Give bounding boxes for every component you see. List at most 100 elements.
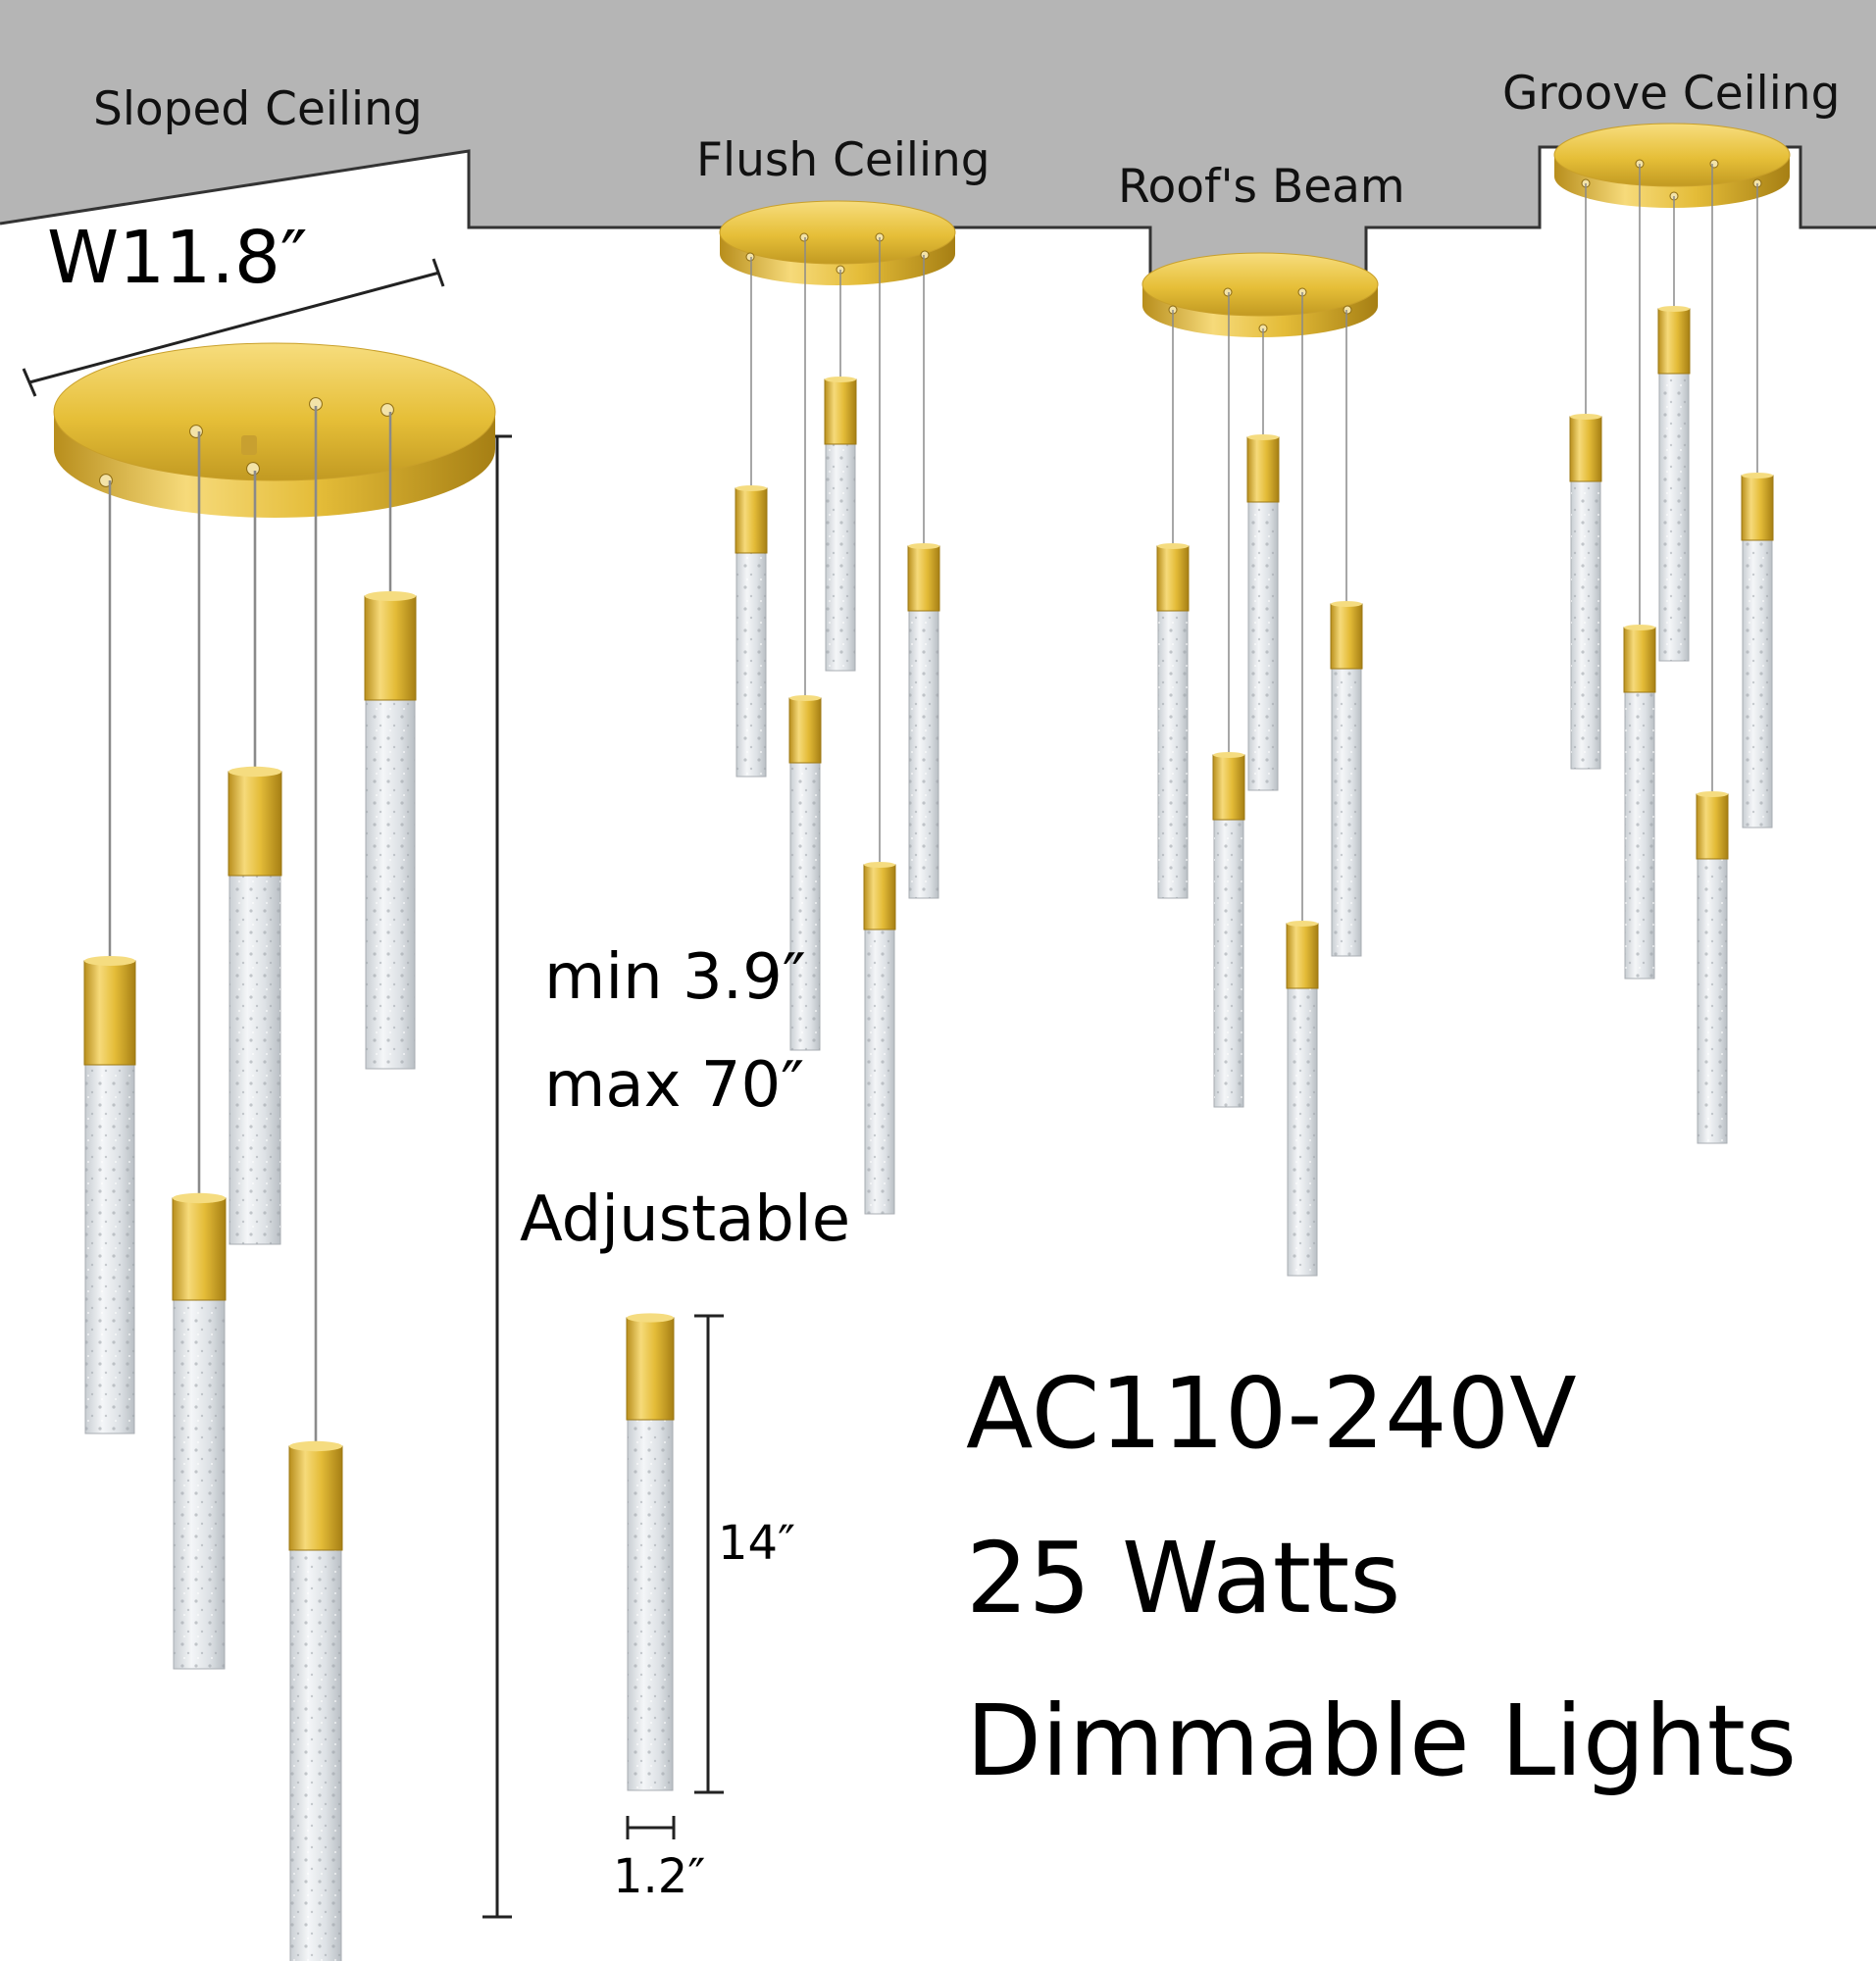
- gold-cap: [1623, 627, 1656, 693]
- cap-top: [864, 862, 895, 868]
- crystal-bubbles: [628, 1420, 673, 1790]
- gold-cap: [863, 864, 896, 930]
- pendant-light: [172, 431, 227, 1670]
- cap-top: [1213, 752, 1244, 758]
- groove-ceiling-label: Groove Ceiling: [1502, 67, 1841, 121]
- cap-top: [627, 1313, 674, 1323]
- cap-top: [289, 1440, 342, 1452]
- canopy-top: [53, 342, 496, 481]
- pendant-light: [364, 412, 417, 1070]
- width-dimension: [22, 258, 445, 397]
- crystal-bubbles: [790, 763, 820, 1050]
- crystal-bubbles: [826, 444, 855, 671]
- crystal-bubbles: [1248, 502, 1278, 790]
- cap-top: [1247, 434, 1279, 440]
- tube-diameter-label: 1.2″: [613, 1849, 706, 1904]
- crystal-bubbles: [1571, 481, 1600, 769]
- pendant-light: [1741, 183, 1774, 829]
- gold-cap: [1156, 545, 1190, 612]
- pendant-light: [1623, 164, 1656, 980]
- crystal-bubbles: [1659, 374, 1689, 661]
- cord-min-label: min 3.9″: [544, 941, 806, 1014]
- cap-top: [84, 956, 135, 966]
- height-dimension: [482, 434, 512, 1919]
- crystal-bubbles: [1158, 611, 1188, 898]
- groove-canopy: [1553, 123, 1791, 208]
- canopy-top: [719, 200, 956, 265]
- pendant-light: [1657, 196, 1691, 662]
- crystal-bubbles: [366, 700, 415, 1069]
- gold-cap: [907, 545, 940, 612]
- tube-length-dimension: [694, 1314, 724, 1794]
- large-canopy: [53, 342, 496, 518]
- gold-cap: [228, 771, 282, 877]
- cap-top: [228, 766, 281, 778]
- pendant-light: [626, 1313, 675, 1791]
- pendant-light: [228, 471, 282, 1245]
- pendant-light: [1246, 328, 1280, 791]
- cap-top: [1331, 601, 1362, 607]
- gold-cap: [1696, 793, 1729, 860]
- cap-top: [1697, 791, 1728, 797]
- gold-cap: [1212, 754, 1245, 821]
- gold-cap: [735, 487, 768, 554]
- gold-cap: [1330, 603, 1363, 670]
- pendant-light: [1286, 292, 1319, 1277]
- cord-grip: [799, 232, 809, 242]
- pendant-light: [788, 237, 822, 1051]
- pendant-light: [1696, 164, 1729, 1144]
- cord-grip: [1709, 159, 1719, 169]
- gold-cap: [1657, 308, 1691, 375]
- cap-top: [1742, 473, 1773, 478]
- flush-ceiling-label: Flush Ceiling: [696, 133, 990, 187]
- cap-top: [1658, 306, 1690, 312]
- cap-top: [735, 485, 767, 491]
- pendant-light: [735, 257, 768, 778]
- crystal-bubbles: [1698, 859, 1727, 1143]
- fixtures: [53, 123, 1791, 1961]
- cord-grip: [920, 250, 930, 260]
- cord-grip: [1343, 305, 1352, 315]
- cord-max-label: max 70″: [544, 1049, 805, 1122]
- pendant-light: [1569, 183, 1602, 770]
- crystal-bubbles: [1625, 692, 1654, 979]
- canopy-top: [1141, 252, 1379, 317]
- gold-cap: [824, 378, 857, 445]
- crystal-bubbles: [1743, 540, 1772, 828]
- gold-cap: [626, 1317, 675, 1421]
- canopy-top: [1553, 123, 1791, 187]
- gold-cap: [364, 595, 417, 701]
- crystal-bubbles: [736, 553, 766, 777]
- tube-diameter-dimension: [626, 1816, 676, 1839]
- crystal-bubbles: [1288, 988, 1317, 1276]
- gold-cap: [288, 1445, 343, 1551]
- cord-grip: [380, 403, 394, 417]
- crystal-bubbles: [865, 930, 894, 1214]
- power-spec: 25 Watts: [966, 1521, 1401, 1635]
- pendant-light: [83, 480, 136, 1434]
- gold-cap: [83, 960, 136, 1066]
- tube-length-label: 14″: [718, 1516, 796, 1571]
- gold-cap: [172, 1197, 227, 1301]
- width-label: W11.8″: [47, 216, 308, 300]
- flush-canopy: [719, 200, 956, 285]
- crystal-bubbles: [85, 1065, 134, 1433]
- dimmable-spec: Dimmable Lights: [966, 1684, 1798, 1798]
- cord-grip: [246, 462, 260, 476]
- gold-cap: [1246, 436, 1280, 503]
- crystal-bubbles: [1214, 820, 1243, 1107]
- crystal-bubbles: [229, 876, 280, 1244]
- pendant-light: [907, 255, 940, 899]
- ceiling-edge: [0, 145, 1876, 281]
- voltage-spec: AC110-240V: [966, 1356, 1577, 1471]
- pendant-light: [1330, 310, 1363, 957]
- cap-top: [1624, 625, 1655, 630]
- pendant-light: [824, 270, 857, 672]
- cap-top: [1287, 921, 1318, 927]
- crystal-bubbles: [290, 1550, 341, 1961]
- pendant-light: [1156, 310, 1190, 899]
- cord-grip: [745, 252, 755, 262]
- cord-grip: [1223, 287, 1233, 297]
- cap-top: [1157, 543, 1189, 549]
